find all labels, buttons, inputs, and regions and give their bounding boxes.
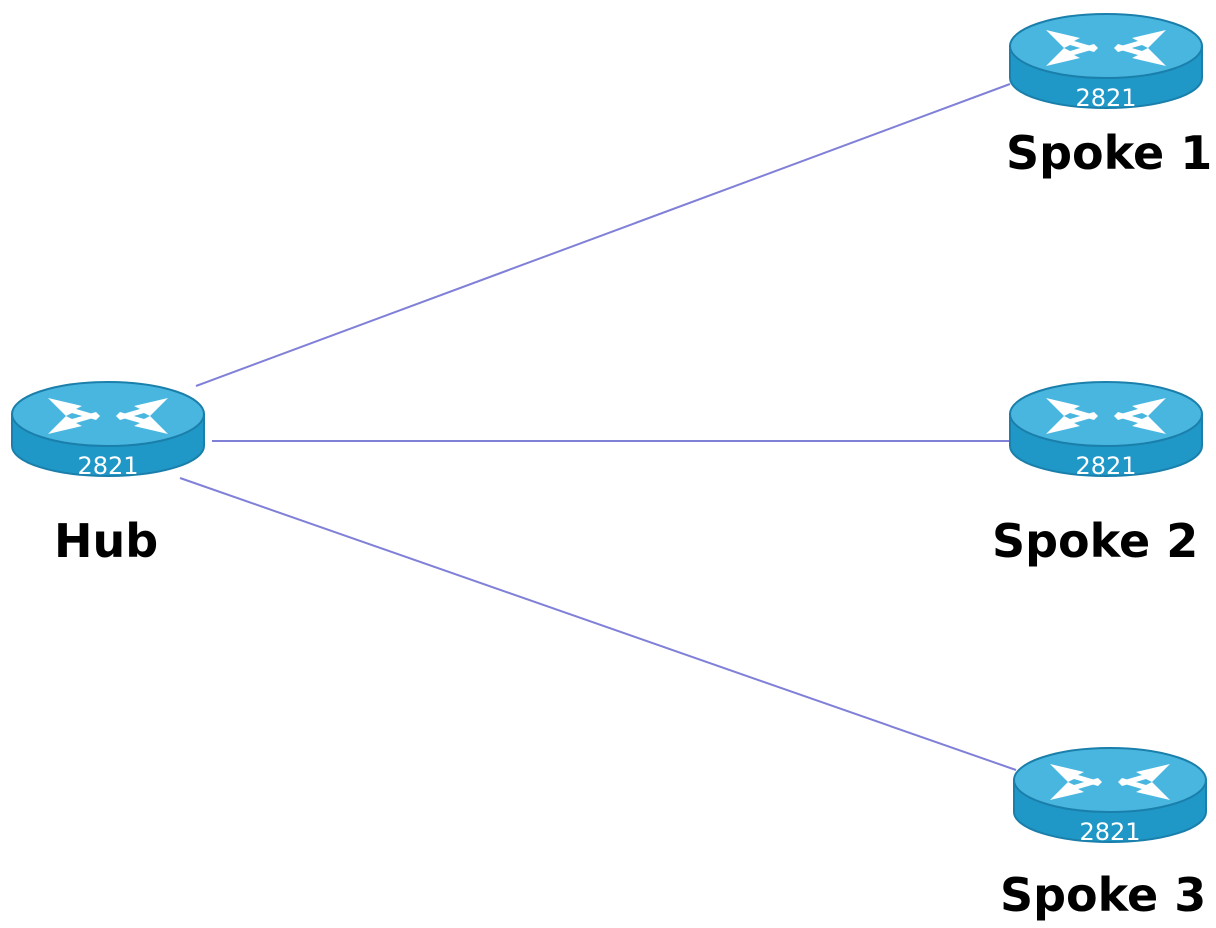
spoke-3-label: Spoke 3: [1000, 868, 1207, 922]
link-hub-spoke-3: [179, 477, 1017, 771]
router-icon: 2821: [1009, 13, 1203, 112]
spoke-2-label: Spoke 2: [992, 514, 1199, 568]
router-icon: 2821: [1009, 381, 1203, 480]
router-hub[interactable]: 2821: [8, 376, 208, 480]
router-spoke-2[interactable]: 2821: [1006, 376, 1206, 480]
router-model-text: 2821: [1075, 84, 1136, 112]
router-icon: 2821: [1013, 747, 1207, 846]
router-model-text: 2821: [77, 452, 138, 480]
link-hub-spoke-1: [195, 83, 1011, 387]
router-icon: 2821: [11, 381, 205, 480]
router-spoke-3[interactable]: 2821: [1010, 742, 1210, 846]
spoke-1-label: Spoke 1: [1006, 126, 1213, 180]
router-model-text: 2821: [1075, 452, 1136, 480]
router-spoke-1[interactable]: 2821: [1006, 8, 1206, 112]
hub-label: Hub: [54, 514, 159, 568]
router-model-text: 2821: [1079, 818, 1140, 846]
